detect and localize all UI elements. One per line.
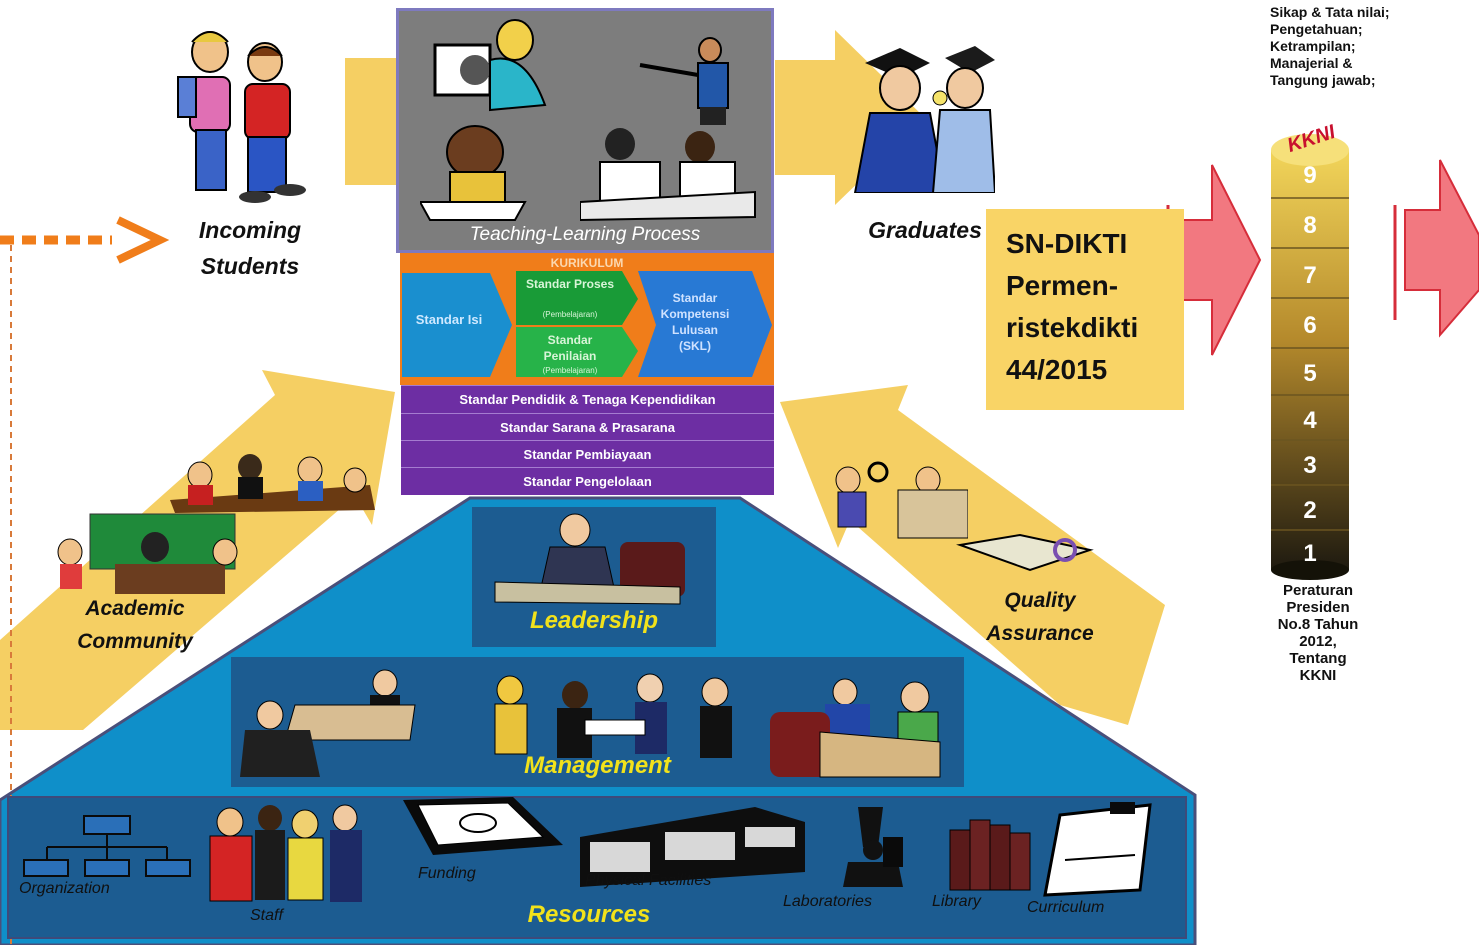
classroom-icon	[57, 513, 238, 594]
standar-pembiayaan-bar: Standar Pembiayaan	[401, 440, 774, 468]
kkni-level-3: 3	[1303, 452, 1317, 479]
sndikti-box: SN-DIKTI Permen- ristekdikti 44/2015	[986, 209, 1184, 410]
book-magnifier-icon	[956, 533, 1094, 572]
organization-chart-icon	[23, 815, 191, 877]
studying-group-icon	[580, 128, 756, 222]
leader-desk-icon	[494, 513, 685, 605]
leadership-label: Leadership	[529, 607, 659, 634]
standar-isi: Standar Isi	[415, 312, 483, 327]
clipboard-icon	[1043, 802, 1152, 897]
graduates-icon	[853, 46, 995, 193]
physical-facilities-label: Physical Facilities	[585, 872, 712, 889]
sndikti-line-2: Permen-	[1006, 270, 1119, 301]
competency-1: Sikap & Tata nilai;	[1270, 4, 1390, 20]
regulation-line-5: Tentang	[1289, 650, 1347, 667]
staff-group-icon	[209, 804, 362, 902]
kkni-cylinder	[1271, 134, 1349, 580]
inspector-icon	[835, 461, 968, 539]
regulation-line-6: KKNI	[1299, 667, 1337, 684]
kkni-level-9: 9	[1303, 162, 1317, 189]
students-walking-icon	[177, 31, 306, 203]
kkni-level-1: 1	[1303, 540, 1317, 567]
standar-sarana-bar: Standar Sarana & Prasarana	[401, 413, 774, 441]
reading-student-icon	[420, 125, 527, 221]
building-icon	[580, 807, 805, 887]
kurikulum-title: KURIKULUM	[550, 256, 624, 270]
curriculum-label: Curriculum	[1027, 899, 1105, 916]
funding-label: Funding	[418, 865, 476, 882]
sndikti-line-4: 44/2015	[1006, 354, 1108, 385]
kkni-level-8: 8	[1303, 212, 1317, 239]
red-arrow-left	[1179, 164, 1262, 356]
incoming-students-label: Incoming Students	[198, 217, 302, 279]
flow-arrow	[345, 58, 400, 185]
microscope-student-icon	[433, 19, 547, 112]
office-meeting-icon	[240, 669, 416, 777]
standar-pendidik-bar: Standar Pendidik & Tenaga Kependidikan	[401, 385, 774, 414]
library-label: Library	[932, 893, 981, 910]
management-label: Management	[524, 752, 671, 779]
handshake-group-icon	[494, 673, 732, 758]
standar-proses: Standar Proses	[525, 277, 615, 291]
standar-penilaian: Standar Penilaian	[543, 333, 597, 363]
kkni-level-2: 2	[1303, 497, 1317, 524]
laboratories-label: Laboratories	[783, 893, 872, 910]
meeting-group-icon	[170, 454, 375, 513]
regulation-line-3: No.8 Tahun	[1277, 616, 1359, 633]
flow-arrow-out	[775, 30, 925, 205]
organization-label: Organization	[19, 880, 110, 897]
sndikti-line-3: ristekdikti	[1006, 312, 1139, 343]
standar-penilaian-sub: (Pembelajaran)	[542, 366, 598, 375]
boss-argument-icon	[770, 678, 941, 778]
kkni-regulation: Peraturan Presiden No.8 Tahun 2012, Tent…	[1248, 582, 1388, 684]
library-books-icon	[949, 819, 1031, 891]
sndikti-line-1: SN-DIKTI	[1006, 228, 1128, 259]
competency-5: Tangung jawab;	[1270, 72, 1376, 88]
teaching-process-label: Teaching-Learning Process	[469, 224, 701, 245]
kurikulum-shapes	[402, 271, 772, 377]
kkni-level-7: 7	[1303, 262, 1317, 289]
academic-community-label: Academic Community	[77, 597, 193, 653]
quality-arrow	[780, 385, 1165, 725]
resources-label: Resources	[527, 901, 651, 928]
kkni-level-6: 6	[1303, 312, 1317, 339]
regulation-line-1: Peraturan	[1282, 582, 1354, 599]
red-arrow-right	[1404, 159, 1479, 338]
staff-label: Staff	[250, 907, 283, 924]
standar-proses-sub: (Pembelajaran)	[542, 310, 598, 319]
competency-3: Ketrampilan;	[1270, 38, 1356, 54]
microscope-icon	[843, 807, 903, 887]
quality-assurance-label: Quality Assurance	[986, 589, 1094, 645]
standar-pengelolaan-bar: Standar Pengelolaan	[401, 467, 774, 495]
kkni-level-5: 5	[1303, 360, 1317, 387]
graduates-label: Graduates	[868, 217, 982, 243]
competency-2: Pengetahuan;	[1270, 21, 1363, 37]
competency-4: Manajerial &	[1270, 55, 1353, 71]
regulation-line-2: Presiden	[1286, 599, 1350, 616]
kkni-level-4: 4	[1303, 407, 1317, 434]
teacher-pointing-icon	[639, 37, 729, 125]
regulation-line-4: 2012,	[1299, 633, 1337, 650]
standar-skl: Standar Kompetensi Lulusan (SKL)	[660, 291, 730, 353]
money-drawer-icon	[403, 797, 563, 855]
kkni-competencies: Sikap & Tata nilai; Pengetahuan; Ketramp…	[1270, 4, 1470, 89]
